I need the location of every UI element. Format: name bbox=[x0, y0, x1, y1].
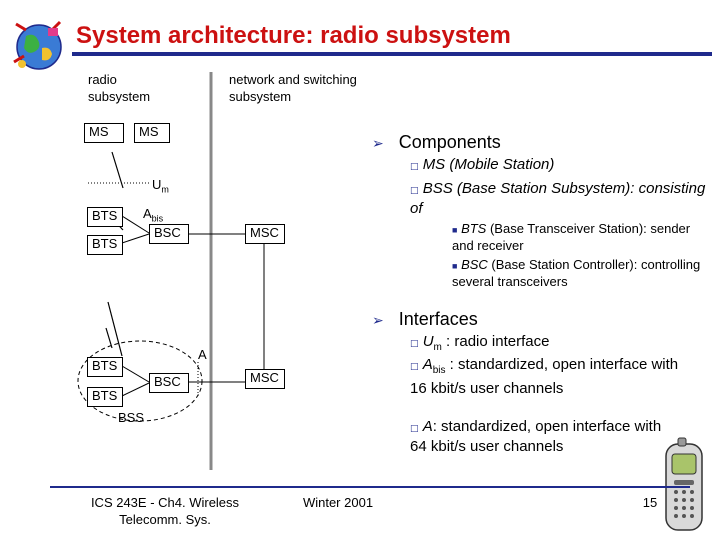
a-interface-label: A bbox=[198, 347, 207, 362]
interface-item-a: □ A: standardized, open interface with 6… bbox=[410, 418, 662, 455]
bss-boundary bbox=[77, 340, 203, 422]
bsc-box-2: BSC bbox=[149, 373, 189, 393]
footer-course: ICS 243E - Ch4. Wireless Telecomm. Sys. bbox=[90, 495, 240, 527]
msc-box-2: MSC bbox=[245, 369, 285, 389]
bsc-box-1: BSC bbox=[149, 224, 189, 244]
page-title: System architecture: radio subsystem bbox=[76, 22, 511, 49]
bts-bsc-link-1 bbox=[121, 215, 150, 234]
upper-antenna-1 bbox=[111, 151, 124, 189]
ms-box-1: MS bbox=[84, 123, 124, 143]
interfaces-heading: Interfaces bbox=[398, 309, 478, 329]
bss-sub-item-bsc: ■ BSC (Base Station Controller): control… bbox=[452, 257, 701, 289]
network-subsystem-label: network and switching subsystem bbox=[229, 72, 357, 104]
component-item-ms: □ MS (Mobile Station) bbox=[410, 156, 555, 173]
um-label: Um bbox=[152, 177, 169, 195]
components-bullet: ➢ Components bbox=[372, 131, 501, 154]
components-heading: Components bbox=[398, 132, 501, 152]
bts-bsc-link-4 bbox=[121, 382, 150, 397]
bts-box-2: BTS bbox=[87, 235, 123, 255]
bss-label: BSS bbox=[118, 410, 145, 425]
msc-box-1: MSC bbox=[245, 224, 285, 244]
title-divider bbox=[72, 52, 712, 56]
component-item-bss: □ BSS (Base Station Subsystem): consisti… bbox=[410, 180, 706, 217]
interface-item-abis: □ Abis : standardized, open interface wi… bbox=[410, 356, 679, 397]
lower-antenna-1 bbox=[107, 301, 123, 357]
bts-box-4: BTS bbox=[87, 387, 123, 407]
ms-box-2: MS bbox=[134, 123, 170, 143]
bts-box-1: BTS bbox=[87, 207, 123, 227]
interface-item-um: □ Um : radio interface bbox=[410, 333, 550, 353]
radio-subsystem-label: radio subsystem bbox=[88, 72, 151, 104]
bts-bsc-link-3 bbox=[121, 365, 150, 383]
abis-label-upper: Abis bbox=[143, 206, 164, 224]
interfaces-bullet: ➢ Interfaces bbox=[372, 309, 478, 329]
bts-box-3: BTS bbox=[87, 357, 123, 377]
square-bullet-icon: ■ bbox=[452, 225, 458, 235]
bss-sub-item-bts: ■ BTS (Base Transceiver Station): sender… bbox=[452, 221, 691, 253]
footer-term: Winter 2001 bbox=[302, 495, 374, 510]
arrow-bullet-icon: ➢ bbox=[372, 135, 384, 151]
bts-bsc-link-2 bbox=[121, 233, 150, 244]
lower-antenna-2 bbox=[105, 327, 113, 349]
page-number: 15 bbox=[642, 495, 658, 510]
globe-logo-icon bbox=[13, 20, 62, 70]
footer-divider bbox=[50, 486, 690, 488]
